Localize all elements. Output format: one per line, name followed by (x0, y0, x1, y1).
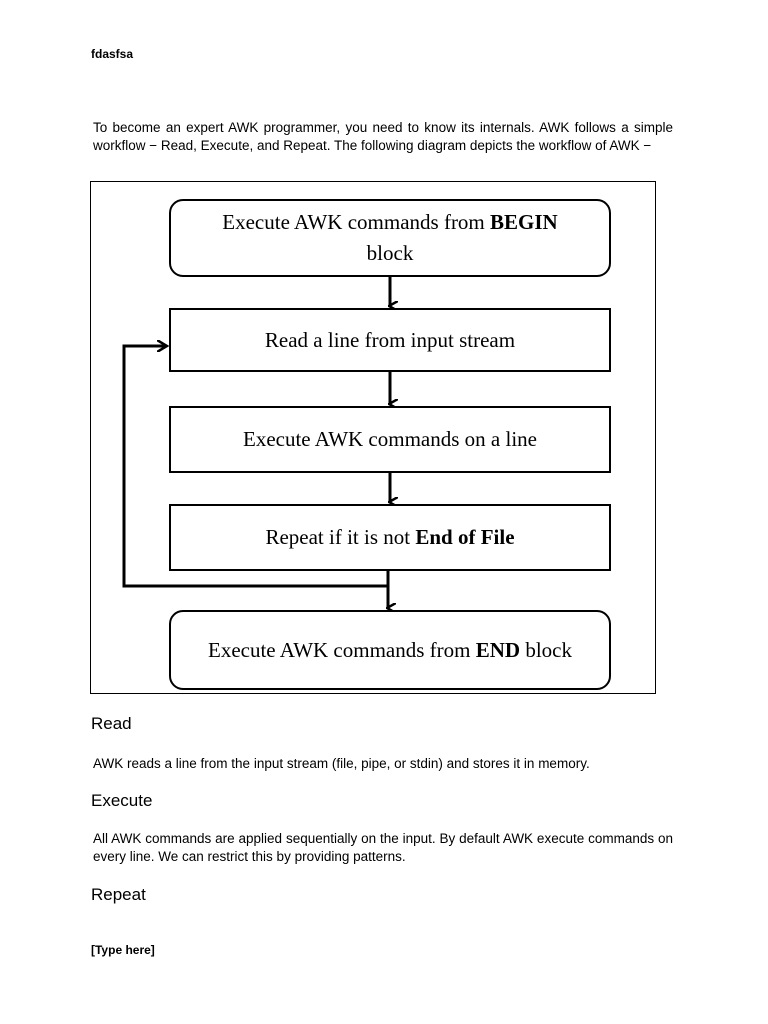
read-line-box: Read a line from input stream (169, 308, 611, 372)
read-line-text: Read a line from input stream (264, 327, 516, 352)
end-block-box: Execute AWK commands from END block (169, 610, 611, 690)
page-footer: [Type here] (91, 943, 155, 957)
execute-line-text: Execute AWK commands on a line (243, 427, 537, 451)
end-text-prefix: Execute AWK commands from (208, 637, 476, 662)
page-header: fdasfsa (91, 47, 134, 61)
intro-paragraph: To become an expert AWK programmer, you … (93, 120, 673, 153)
repeat-text-bold: End of File (415, 525, 515, 549)
section-body-read: AWK reads a line from the input stream (… (93, 756, 590, 771)
repeat-text-prefix: Repeat if it is not (265, 525, 416, 549)
begin-text-suffix: block (366, 241, 414, 265)
begin-text-prefix: Execute AWK commands from (222, 210, 491, 234)
diagram-connectors (122, 277, 657, 695)
section-heading-read: Read (91, 714, 132, 733)
section-heading-execute: Execute (91, 791, 153, 810)
section-heading-repeat: Repeat (91, 885, 146, 904)
end-text-bold: END (475, 637, 521, 662)
section-body-execute: All AWK commands are applied sequentiall… (93, 831, 673, 864)
workflow-diagram: Execute AWK commands from BEGIN block Re… (90, 181, 656, 694)
repeat-box: Repeat if it is not End of File (169, 504, 611, 571)
execute-line-box: Execute AWK commands on a line (169, 406, 611, 473)
begin-text-bold: BEGIN (490, 210, 558, 234)
end-text-suffix: block (520, 637, 572, 662)
begin-block-box: Execute AWK commands from BEGIN block (169, 199, 611, 277)
loop-back-arrow (122, 346, 388, 588)
